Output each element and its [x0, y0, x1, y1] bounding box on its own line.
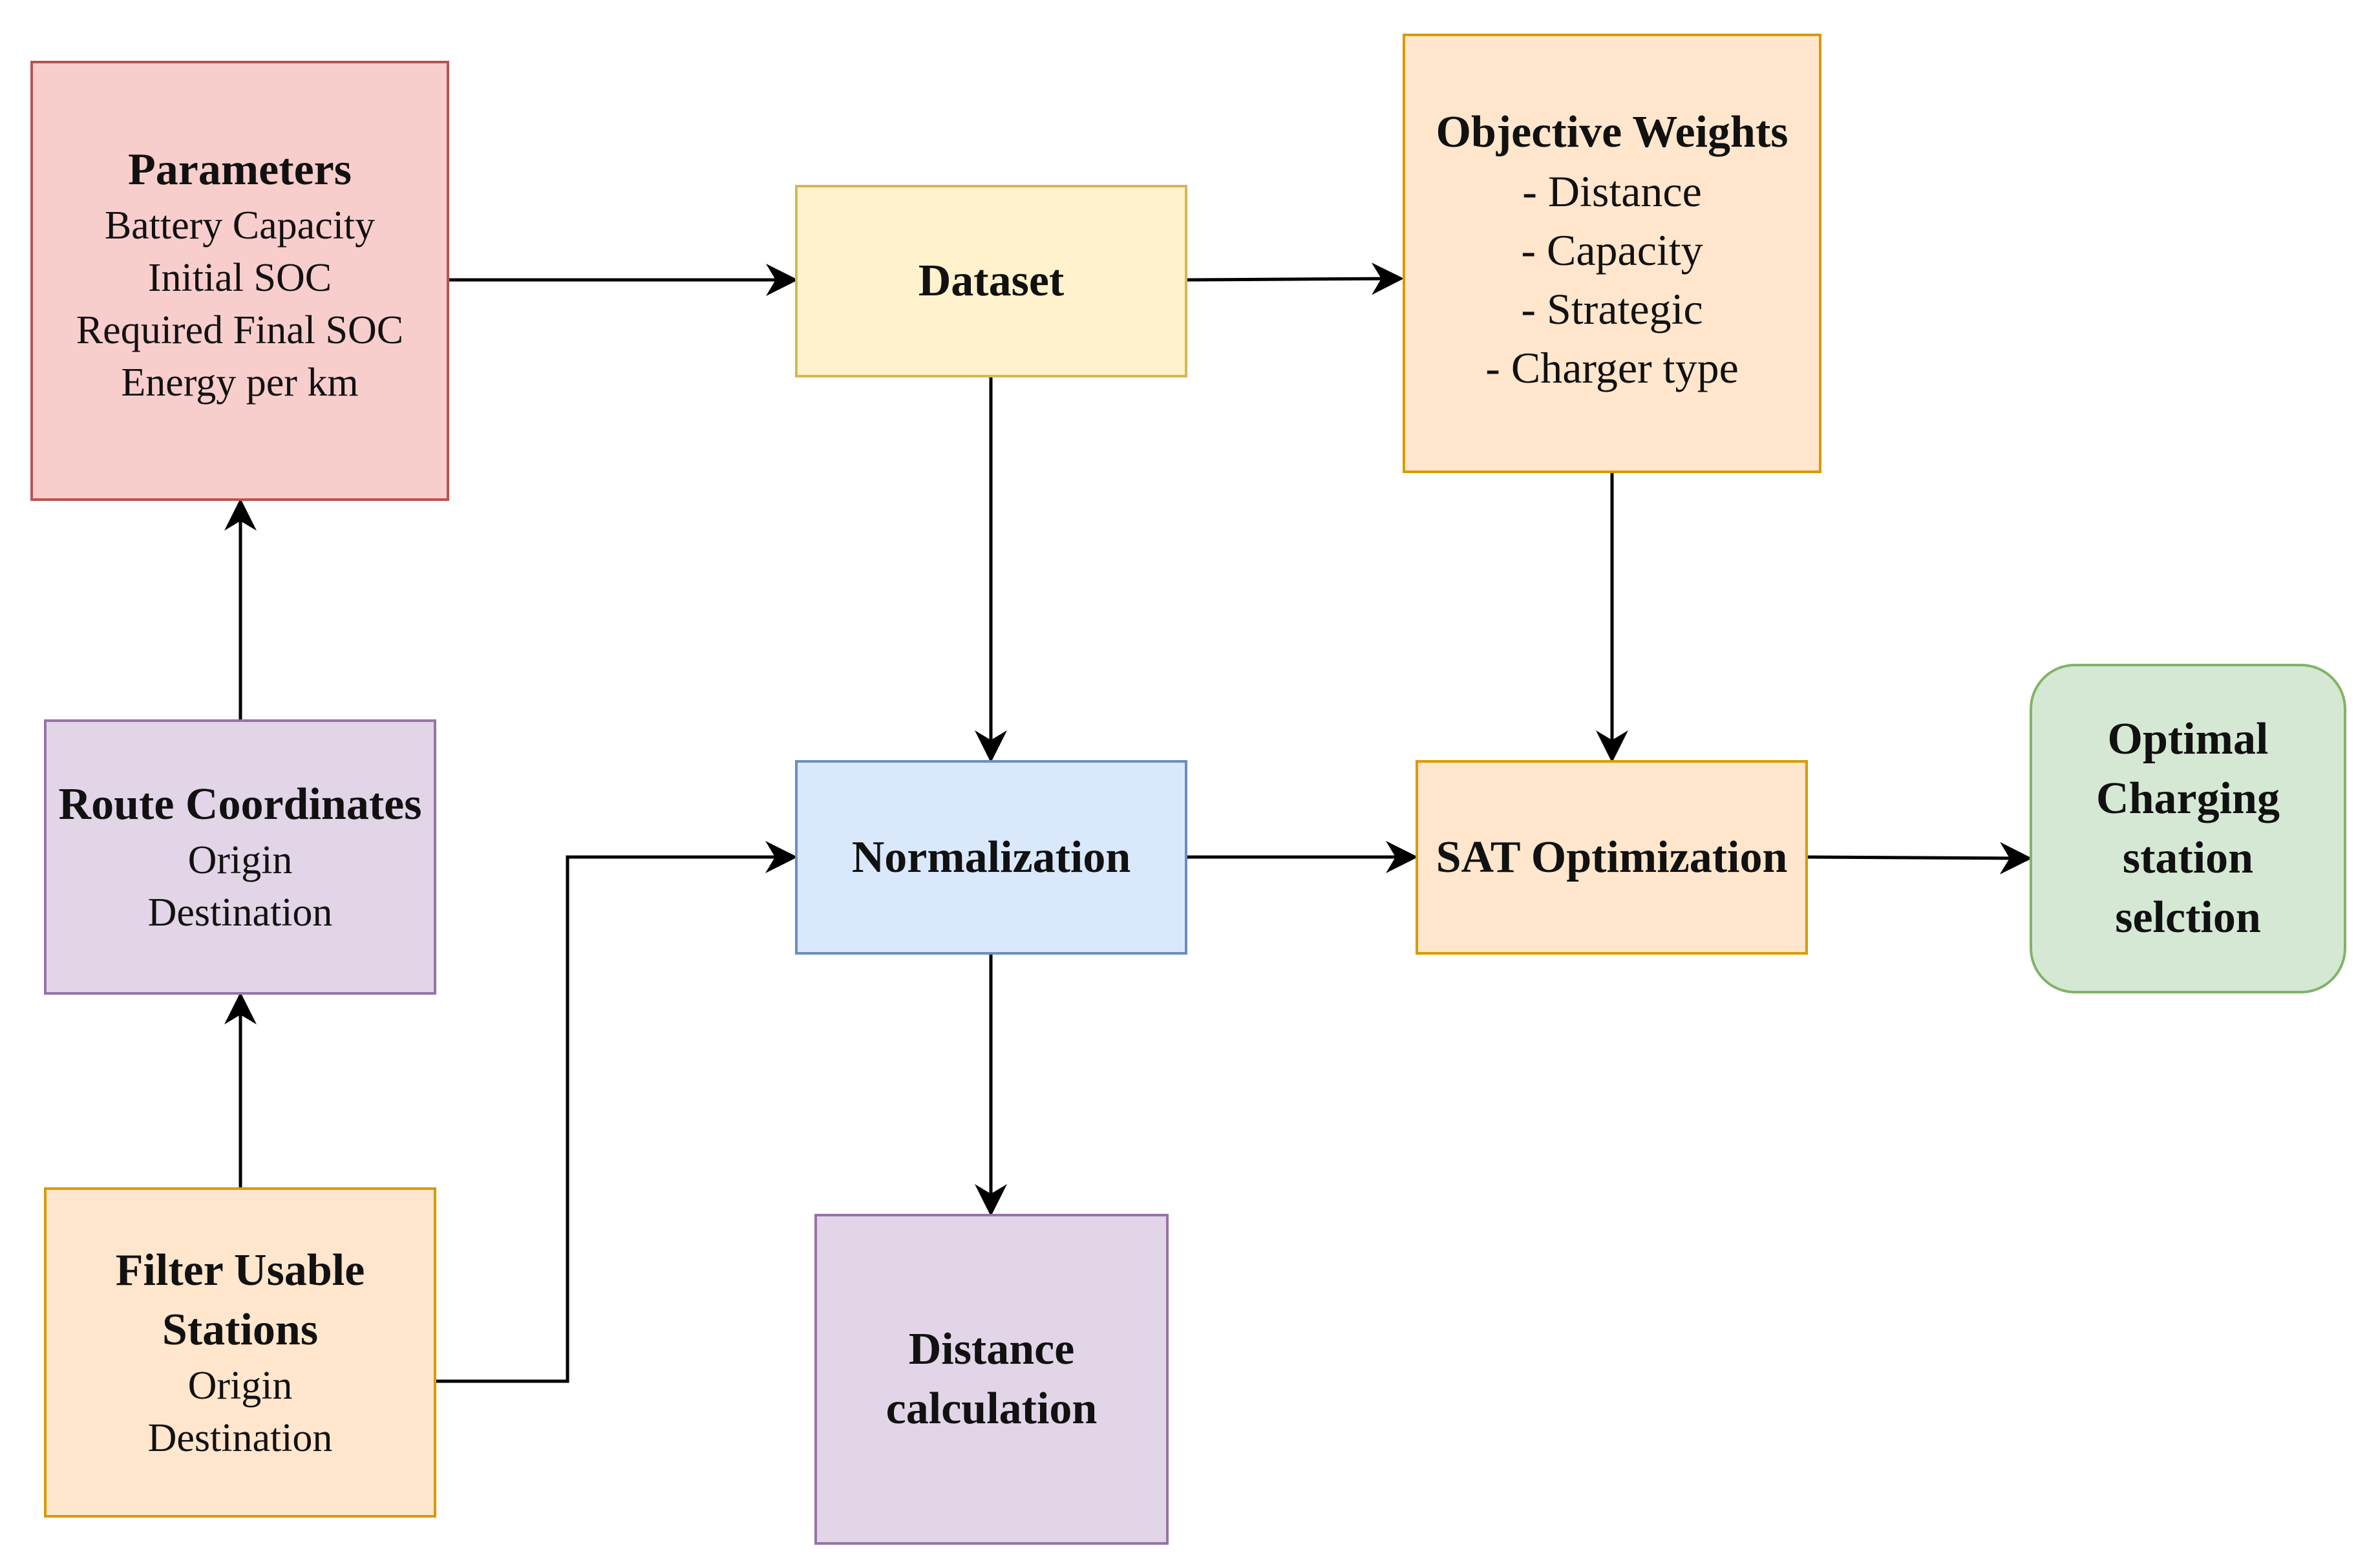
objective-weights-line: - Capacity — [1521, 226, 1703, 275]
distance-calculation-title: Distance calculation — [886, 1324, 1098, 1434]
arrow-dataset-to-objective-weights — [1187, 262, 1404, 295]
filter-stations-box: Filter Usable Stations Origin Destinatio… — [44, 1187, 436, 1518]
objective-weights-line: - Charger type — [1485, 343, 1739, 392]
filter-stations-line: Destination — [147, 1415, 333, 1460]
optimal-station-title: Optimal Charging station selction — [2096, 714, 2280, 942]
filter-stations-title: Filter Usable Stations — [115, 1245, 365, 1355]
parameters-line: Initial SOC — [147, 255, 332, 300]
objective-weights-title: Objective Weights — [1436, 107, 1789, 157]
objective-weights-box: Objective Weights - Distance - Capacity … — [1403, 34, 1821, 473]
parameters-box: Parameters Battery Capacity Initial SOC … — [30, 61, 449, 501]
route-coordinates-title: Route Coordinates — [58, 779, 422, 829]
sat-optimization-box: SAT Optimization — [1416, 760, 1808, 955]
filter-stations-line: Origin — [187, 1363, 293, 1408]
sat-optimization-title: SAT Optimization — [1436, 832, 1788, 882]
parameters-line: Required Final SOC — [76, 308, 404, 352]
route-coordinates-box: Route Coordinates Origin Destination — [44, 719, 436, 995]
objective-weights-line: - Distance — [1522, 167, 1702, 216]
parameters-line: Energy per km — [121, 360, 359, 405]
dataset-title: Dataset — [918, 256, 1065, 306]
normalization-box: Normalization — [795, 760, 1187, 955]
distance-calculation-box: Distance calculation — [814, 1214, 1169, 1545]
parameters-title: Parameters — [128, 144, 352, 195]
normalization-title: Normalization — [851, 832, 1131, 882]
arrow-sat-to-optimal — [1807, 842, 2032, 874]
optimal-station-box: Optimal Charging station selction — [2030, 664, 2346, 993]
arrow-filter-to-normalization — [436, 841, 798, 1383]
route-coordinates-line: Destination — [147, 891, 333, 935]
objective-weights-line: - Strategic — [1521, 284, 1703, 334]
route-coordinates-line: Origin — [187, 838, 293, 882]
dataset-box: Dataset — [795, 185, 1187, 377]
parameters-line: Battery Capacity — [104, 203, 376, 248]
